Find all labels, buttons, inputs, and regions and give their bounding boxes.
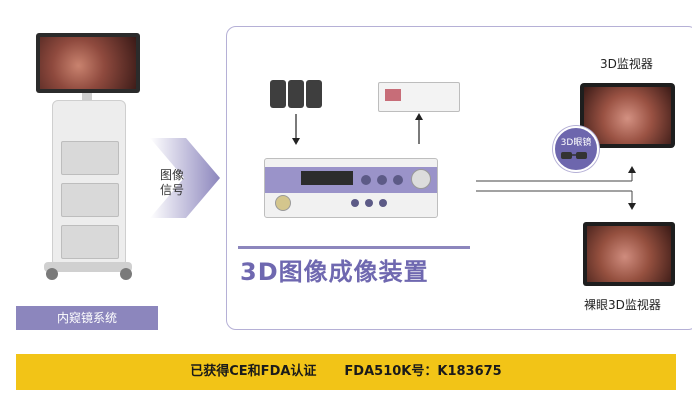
device-title: 3D图像成像装置: [240, 258, 429, 286]
arrow-down-icon: [292, 114, 300, 145]
title-underline: [238, 246, 470, 249]
power-button-icon: [275, 195, 291, 211]
glasses-icon: [561, 152, 587, 159]
foot-pedal: [270, 80, 324, 110]
3d-glasses-badge: 3D眼镜: [553, 126, 599, 172]
certification-text: 已获得CE和FDA认证: [190, 364, 317, 379]
image-signal-line1: 图像: [159, 168, 184, 182]
recorder-unit: [378, 82, 460, 112]
image-signal-line2: 信号: [159, 183, 184, 197]
cart-monitor-screen: [40, 37, 136, 89]
cart-monitor: [36, 33, 140, 93]
cart-base: [44, 262, 132, 272]
image-signal-label: 图像 信号: [158, 168, 186, 198]
cart-shelf: [61, 225, 119, 259]
3d-glasses-label: 3D眼镜: [560, 138, 592, 148]
fda-number: FDA510K号：K183675: [344, 364, 502, 379]
device-display: [301, 171, 353, 185]
cart-wheel: [120, 268, 132, 280]
cart-neck: [82, 93, 92, 103]
arrow-up-icon: [415, 113, 423, 144]
cart-shelf: [61, 183, 119, 217]
endoscope-system-label: 内窥镜系统: [16, 306, 158, 330]
device-knob: [411, 169, 431, 189]
output-connector: [476, 166, 636, 210]
3d-monitor-label: 3D监视器: [600, 57, 653, 71]
cart-wheel: [46, 268, 58, 280]
3d-imaging-device: [264, 158, 438, 218]
signal-chevron-icon: [150, 138, 220, 218]
naked-eye-3d-monitor: [583, 222, 675, 286]
naked-eye-3d-monitor-label: 裸眼3D监视器: [584, 298, 661, 312]
certification-banner: 已获得CE和FDA认证 FDA510K号：K183675: [16, 354, 676, 390]
cart-shelf: [61, 141, 119, 175]
endoscope-cart: [52, 100, 126, 267]
